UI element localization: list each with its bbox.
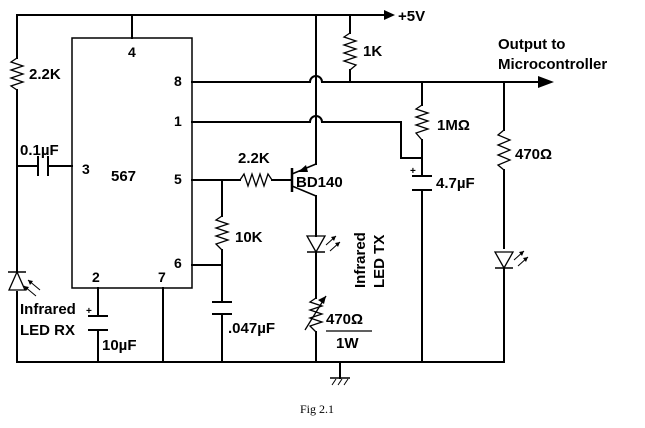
output-label-line2: Microcontroller xyxy=(498,56,607,73)
transistor-bd140-icon xyxy=(290,163,317,197)
capacitor-10uf-icon: + xyxy=(86,306,108,331)
ic-pin-4: 4 xyxy=(128,44,136,60)
infrared-led-tx-icon xyxy=(305,235,341,254)
wire-crossovers xyxy=(308,75,324,124)
indicator-led-icon xyxy=(493,250,529,270)
ic-pin-3: 3 xyxy=(82,161,90,177)
output-arrow-icon xyxy=(538,76,554,88)
infrared-led-rx-icon xyxy=(7,270,41,297)
ic-pin-6: 6 xyxy=(174,255,182,271)
resistor-470-icon xyxy=(496,129,512,171)
output-label-line1: Output to xyxy=(498,36,565,53)
resistor-470-variable-label: 470Ω xyxy=(326,311,363,328)
ic-567-body xyxy=(71,37,193,289)
capacitor-10uf-label: 10µF xyxy=(102,337,137,354)
capacitor-0-1uf-label: 0.1µF xyxy=(20,142,59,159)
transistor-label: BD140 xyxy=(296,174,343,191)
infrared-led-rx-label-2: LED RX xyxy=(20,322,75,339)
ic-pin-1: 1 xyxy=(174,113,182,129)
figure-caption: Fig 2.1 xyxy=(300,402,334,416)
resistor-470-variable-icon xyxy=(307,297,325,333)
capacitor-4-7uf-label: 4.7µF xyxy=(436,175,475,192)
capacitor-047uf-label: .047µF xyxy=(228,320,275,337)
resistor-1k-icon xyxy=(341,32,359,71)
resistor-470-label: 470Ω xyxy=(515,146,552,163)
resistor-2-2k-left-label: 2.2K xyxy=(29,66,61,83)
ic-name: 567 xyxy=(111,168,136,185)
supply-arrow-icon xyxy=(384,10,395,20)
resistor-10k-icon xyxy=(213,215,231,251)
infrared-led-rx-label-1: Infrared xyxy=(20,301,76,318)
resistor-2-2k-base-label: 2.2K xyxy=(238,150,270,167)
ic-pin-7: 7 xyxy=(158,269,166,285)
resistor-2-2k-base-icon xyxy=(239,171,273,189)
variable-resistor-arrowhead-icon xyxy=(318,296,326,304)
svg-text:+: + xyxy=(410,166,416,177)
ic-pin-2: 2 xyxy=(92,269,100,285)
resistor-1m-icon xyxy=(413,104,431,141)
svg-text:+: + xyxy=(86,306,92,317)
supply-label: +5V xyxy=(398,8,425,25)
capacitor-047uf-icon xyxy=(212,301,232,315)
ic-pin-5: 5 xyxy=(174,171,182,187)
resistor-2-2k-left-icon xyxy=(8,57,26,91)
wires xyxy=(16,14,541,379)
resistor-470-variable-power-label: 1W xyxy=(336,335,359,352)
ic-pin-8: 8 xyxy=(174,73,182,89)
resistor-1k-label: 1K xyxy=(363,43,382,60)
resistor-1m-label: 1MΩ xyxy=(437,117,470,134)
ground-icon xyxy=(330,377,350,386)
capacitor-0-1uf-icon xyxy=(37,156,49,176)
infrared-led-tx-label-2: LED TX xyxy=(371,235,388,288)
infrared-led-tx-label-1: Infrared xyxy=(352,232,369,288)
capacitor-4-7uf-icon: + xyxy=(410,166,432,191)
resistor-10k-label: 10K xyxy=(235,229,263,246)
